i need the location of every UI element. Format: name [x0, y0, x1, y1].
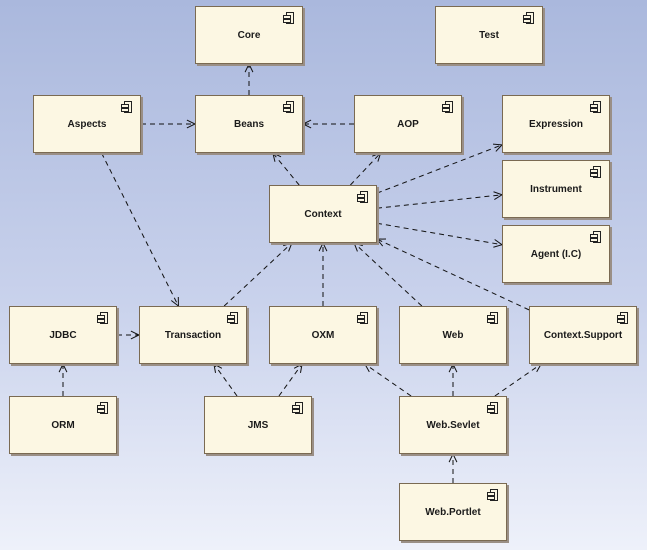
arrowhead-web [448, 362, 458, 373]
dependency-aspects-to-transaction [101, 152, 179, 307]
arrowhead-core [244, 62, 254, 73]
node-label: Aspects [67, 118, 107, 130]
component-icon [121, 101, 132, 113]
node-transaction[interactable]: Transaction [139, 306, 247, 364]
node-orm[interactable]: ORM [9, 396, 117, 454]
node-label: Beans [233, 118, 264, 130]
node-label: Web.Sevlet [426, 419, 480, 431]
node-label: Core [237, 29, 261, 41]
node-jms[interactable]: JMS [204, 396, 312, 454]
node-label: ORM [51, 419, 75, 431]
component-icon [292, 402, 303, 414]
node-label: AOP [397, 118, 419, 130]
node-beans[interactable]: Beans [195, 95, 303, 153]
component-icon [487, 402, 498, 414]
node-context[interactable]: Context [269, 185, 377, 243]
component-icon [227, 312, 238, 324]
arrowhead-context [283, 242, 293, 252]
node-label: Context [304, 208, 342, 220]
arrowhead-beans [301, 119, 312, 129]
dependency-jms-to-oxm [278, 363, 303, 397]
node-context-support[interactable]: Context.Support [529, 306, 637, 364]
node-core[interactable]: Core [195, 6, 303, 64]
node-label: Context.Support [543, 329, 623, 341]
dependency-web_servlet-to-context_support [494, 363, 542, 397]
component-icon [283, 12, 294, 24]
node-test[interactable]: Test [435, 6, 543, 64]
node-label: Transaction [164, 329, 222, 341]
node-label: Expression [529, 118, 583, 130]
node-label: Web.Portlet [425, 506, 481, 518]
component-icon [590, 231, 601, 243]
dependency-context-to-agent [376, 222, 503, 246]
node-instrument[interactable]: Instrument [502, 160, 610, 218]
dependency-web-to-context [353, 242, 423, 307]
node-jdbc[interactable]: JDBC [9, 306, 117, 364]
component-icon [357, 312, 368, 324]
arrowhead-transaction [213, 363, 223, 373]
node-web[interactable]: Web [399, 306, 507, 364]
component-icon [97, 312, 108, 324]
node-expression[interactable]: Expression [502, 95, 610, 153]
node-aop[interactable]: AOP [354, 95, 462, 153]
arrowhead-oxm [363, 363, 374, 373]
node-label: JDBC [49, 329, 77, 341]
component-icon [590, 166, 601, 178]
component-icon [487, 489, 498, 501]
component-icon [523, 12, 534, 24]
arrowhead-jdbc [58, 362, 68, 373]
node-label: OXM [311, 329, 335, 341]
node-aspects[interactable]: Aspects [33, 95, 141, 153]
dependency-context-to-expression [376, 144, 503, 194]
arrowhead-context [353, 242, 363, 252]
node-label: Web [442, 329, 464, 341]
node-web-portlet[interactable]: Web.Portlet [399, 483, 507, 541]
arrowhead-web_servlet [448, 452, 458, 463]
arrowhead-beans [272, 152, 282, 162]
node-agent[interactable]: Agent (I.C) [502, 225, 610, 283]
component-icon [97, 402, 108, 414]
dependency-transaction-to-context [223, 242, 293, 307]
component-icon [357, 191, 368, 203]
dependency-context-to-beans [272, 152, 300, 186]
component-icon [590, 101, 601, 113]
arrowhead-oxm [293, 363, 303, 373]
arrowhead-context [318, 241, 328, 252]
arrowhead-aop [372, 152, 382, 162]
arrowhead-expression [492, 143, 504, 152]
arrowhead-context_support [532, 363, 543, 373]
component-icon [487, 312, 498, 324]
node-label: Instrument [530, 183, 582, 195]
dependency-context-to-aop [350, 152, 381, 186]
arrowhead-context [375, 238, 387, 247]
component-icon [283, 101, 294, 113]
node-web-servlet[interactable]: Web.Sevlet [399, 396, 507, 454]
dependency-jms-to-transaction [213, 363, 238, 397]
node-label: Agent (I.C) [530, 248, 582, 260]
dependency-web_servlet-to-oxm [364, 363, 412, 397]
dependency-context-to-instrument [376, 194, 503, 209]
node-oxm[interactable]: OXM [269, 306, 377, 364]
node-label: Test [479, 29, 499, 41]
component-icon [442, 101, 453, 113]
component-icon [617, 312, 628, 324]
dependency-context_support-to-context [376, 238, 530, 311]
node-label: JMS [247, 419, 269, 431]
